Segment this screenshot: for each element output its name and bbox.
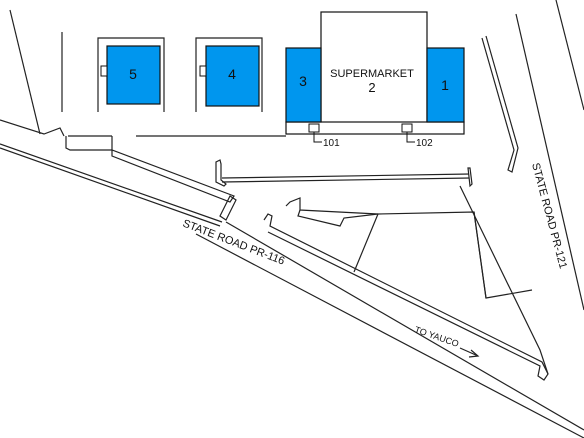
callout-102-label: 102	[416, 138, 433, 149]
kiosk-101	[308, 123, 320, 133]
callout-101-label: 101	[323, 138, 340, 149]
front-canopy	[285, 121, 465, 135]
unit-4	[205, 45, 260, 107]
state-road-pr-121	[481, 0, 584, 311]
unit-2-supermarket	[320, 11, 428, 125]
unit-4-label: 4	[228, 66, 236, 82]
unit-4-entry	[199, 65, 207, 77]
bay-unit-4	[195, 37, 263, 112]
bay-unit-5	[97, 37, 165, 112]
to-yauco-label: TO YAUCO	[413, 324, 460, 348]
direction-arrow-icon	[459, 347, 480, 358]
lot-boundary-left	[9, 9, 41, 135]
unit-3	[285, 47, 322, 123]
parking-arrow-icon	[215, 159, 473, 188]
state-road-pr-116	[0, 119, 584, 438]
unit-3-label: 3	[299, 73, 307, 89]
unit-5-label: 5	[129, 66, 137, 82]
entry-curb	[219, 195, 237, 221]
outparcel	[285, 197, 533, 299]
unit-1-label: 1	[441, 77, 449, 93]
unit-5	[106, 45, 161, 105]
lot-island	[111, 149, 235, 203]
unit-5-entry	[100, 65, 108, 77]
frontage-road	[263, 185, 549, 381]
unit-1	[426, 47, 465, 123]
unit-2-label: 2	[368, 80, 375, 95]
callout-101-leader	[313, 132, 322, 143]
front-parking-lines	[65, 135, 286, 151]
kiosk-102	[401, 123, 413, 133]
callout-102-leader	[406, 132, 415, 143]
parking-bays	[61, 32, 263, 112]
supermarket-label: SUPERMARKET	[330, 68, 414, 80]
